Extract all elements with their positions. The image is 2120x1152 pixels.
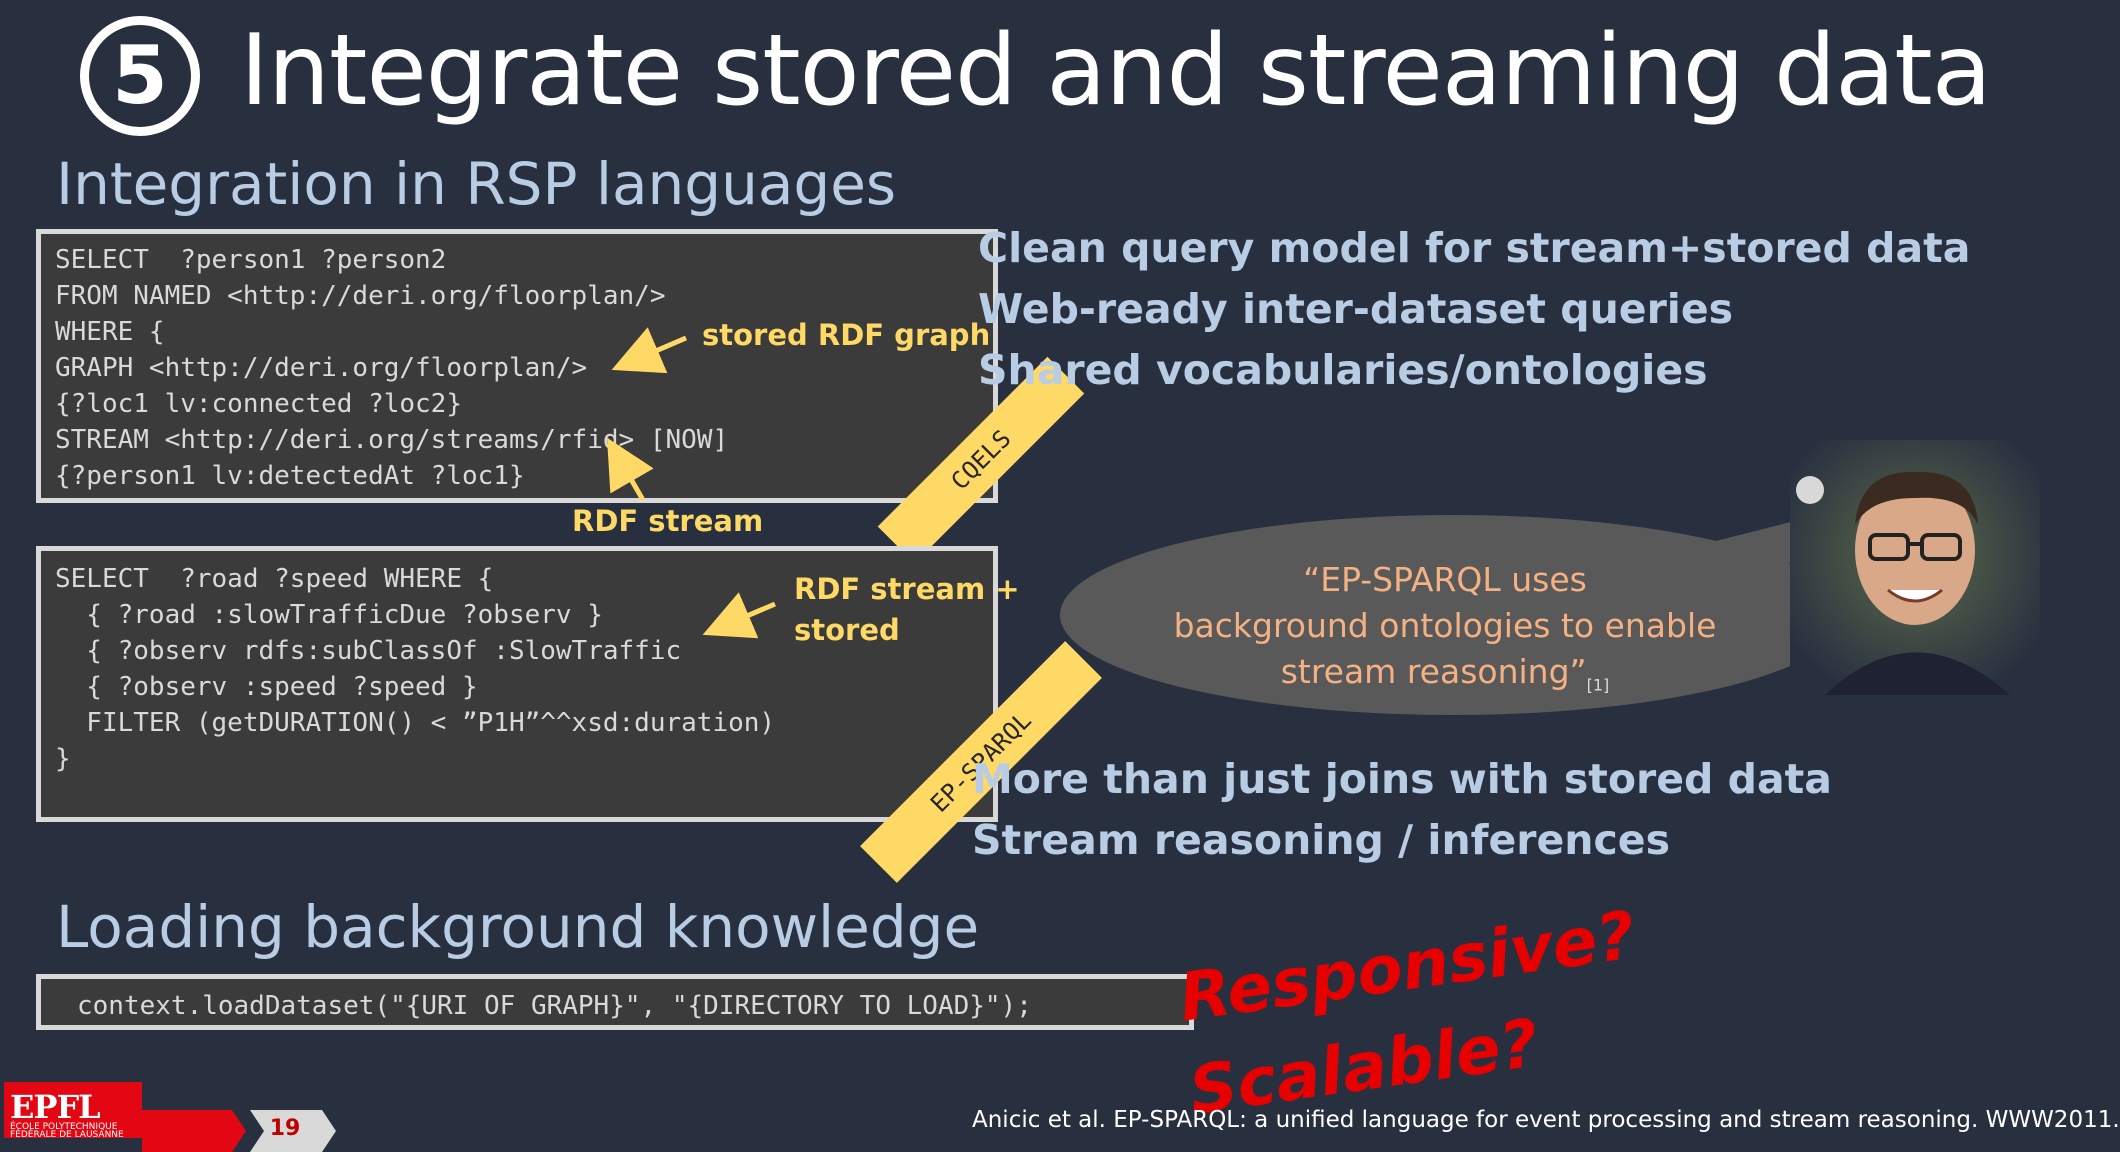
cqels-code-box: SELECT ?person1 ?person2 FROM NAMED <htt… [36,229,1085,564]
annotation-stored-rdf-graph: stored RDF graph [702,318,991,352]
code-line: FROM NAMED <http://deri.org/floorplan/> [55,281,666,311]
code-line: {?loc1 lv:connected ?loc2} [55,389,462,419]
epfl-logo-line1: ÉCOLE POLYTECHNIQUE [10,1122,118,1132]
bullet-shared-vocabularies: Shared vocabularies/ontologies [978,346,1708,394]
arrow-to-rdfs-subclass [702,592,776,639]
epsparql-code-box: SELECT ?road ?speed WHERE { { ?road :slo… [36,546,1102,883]
code-line: STREAM <http://deri.org/streams/rfid> [N… [55,425,729,455]
code-line: context.loadDataset("{URI OF GRAPH}", "{… [77,991,1032,1021]
arrow-to-stream [606,437,654,502]
bullet-clean-query-model: Clean query model for stream+stored data [978,224,1971,272]
code-line: SELECT ?road ?speed WHERE { [55,564,494,594]
load-dataset-code-box: context.loadDataset("{URI OF GRAPH}", "{… [36,974,1194,1030]
speech-bubble-quote: “EP-SPARQL uses background ontologies to… [1090,557,1800,709]
quote-line: background ontologies to enable [1173,606,1717,645]
annotation-rdf-stream-stored-2: stored [794,613,900,647]
section-heading-loading: Loading background knowledge [56,893,980,961]
speech-bubble [1060,515,1845,715]
arrow-to-stored-graph [611,327,687,374]
code-line: { ?observ rdfs:subClassOf :SlowTraffic [55,636,682,666]
slide-title: Integrate stored and streaming data [240,14,1992,128]
code-line: } [55,744,71,774]
quote-line: stream reasoning”[1] [1280,652,1610,695]
speaker-portrait [1790,440,2040,695]
citation: Anicic et al. EP-SPARQL: a unified langu… [972,1107,2120,1133]
annotation-arrows [606,327,776,639]
bullet-more-than-joins: More than just joins with stored data [972,755,1832,803]
code-line: SELECT ?person1 ?person2 [55,245,447,275]
code-line: { ?road :slowTrafficDue ?observ } [55,600,603,630]
epfl-logo-mark: EPFL [10,1088,101,1126]
code-line: FILTER (getDURATION() < ”P1H”^^xsd:durat… [55,708,776,738]
code-line: GRAPH <http://deri.org/floorplan/> [55,353,588,383]
code-line: { ?observ :speed ?speed } [55,672,478,702]
annotation-rdf-stream: RDF stream [572,504,764,538]
number-five-icon: 5 [80,16,200,136]
code-line: WHERE { [55,317,165,347]
epfl-logo-line2: FÉDÉRALE DE LAUSANNE [10,1130,124,1140]
quote-line: “EP-SPARQL uses [1303,560,1587,599]
bullet-stream-reasoning: Stream reasoning / inferences [972,816,1671,864]
section-heading-integration: Integration in RSP languages [56,150,897,218]
page-number: 19 [269,1116,301,1141]
page-number-arrow [142,1110,336,1152]
bullet-web-ready-queries: Web-ready inter-dataset queries [978,285,1734,333]
annotation-rdf-stream-stored-1: RDF stream + [794,572,1020,606]
epfl-logo: EPFL ÉCOLE POLYTECHNIQUE FÉDÉRALE DE LAU… [4,1082,142,1140]
quote-reference: [1] [1586,675,1610,695]
code-line: {?person1 lv:detectedAt ?loc1} [55,461,525,491]
